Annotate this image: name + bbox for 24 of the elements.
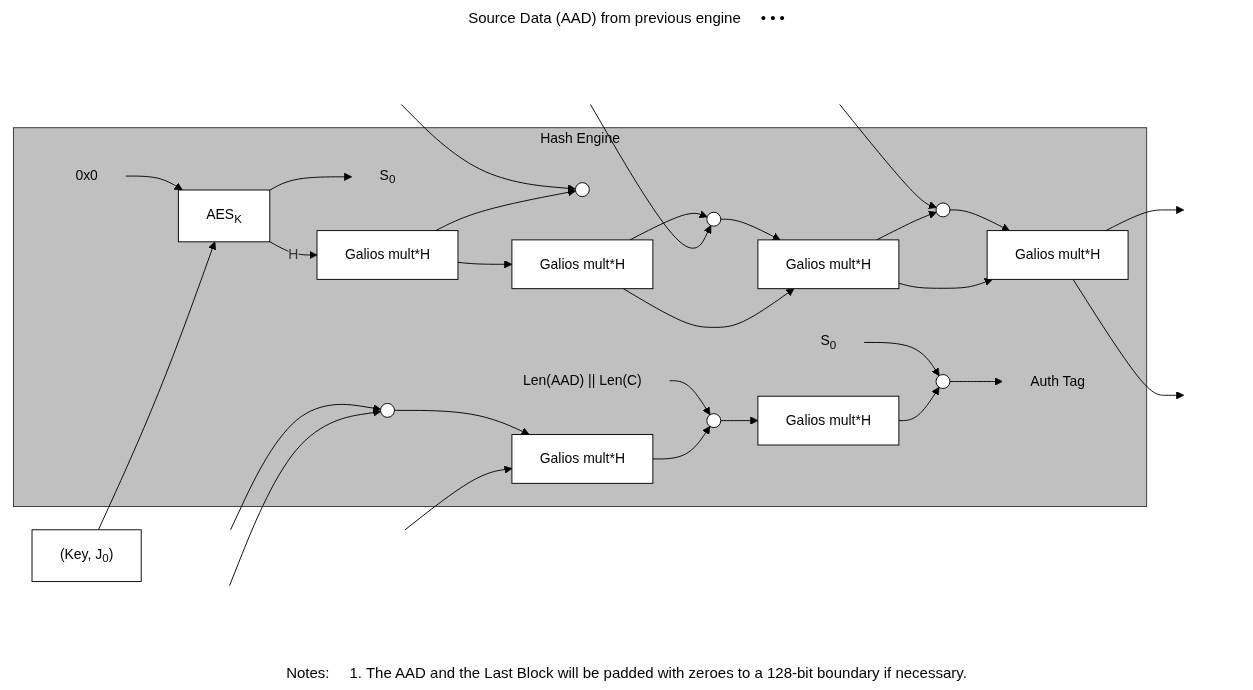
node-circle bbox=[706, 211, 722, 227]
node-box: (Key, J$_{0}$) bbox=[31, 529, 142, 583]
edge-label: H bbox=[288, 246, 299, 263]
node-box: Galios mult*H bbox=[757, 395, 900, 446]
node-box: Galios mult*H bbox=[511, 239, 654, 290]
node-box: Galios mult*H bbox=[511, 434, 654, 484]
input-caption: Source Data (AAD) from previous engine bbox=[468, 9, 741, 26]
node-text: S$_{0}$ bbox=[820, 332, 837, 352]
node-text: S$_{0}$ bbox=[379, 166, 396, 187]
note-text: Notes: bbox=[286, 664, 330, 681]
node-circle bbox=[380, 402, 395, 418]
ellipsis-text: • • • bbox=[760, 9, 785, 26]
node-box: AES$_{K}$ bbox=[177, 189, 271, 243]
node-circle bbox=[574, 182, 590, 198]
node-text: Auth Tag bbox=[1030, 372, 1085, 389]
node-circle bbox=[935, 374, 951, 389]
node-box: Galios mult*H bbox=[316, 230, 459, 280]
note-text: 1. The AAD and the Last Block will be padded with zeroes to a 128-bit boundary if necessary. bbox=[349, 664, 967, 681]
node-box: Galios mult*H bbox=[986, 230, 1129, 280]
node-box: Galios mult*H bbox=[757, 239, 900, 290]
node-text: Len(AAD) || Len(C) bbox=[522, 372, 642, 388]
node-circle bbox=[935, 202, 951, 218]
node-text: 0x0 bbox=[75, 167, 98, 184]
node-circle bbox=[706, 413, 722, 429]
